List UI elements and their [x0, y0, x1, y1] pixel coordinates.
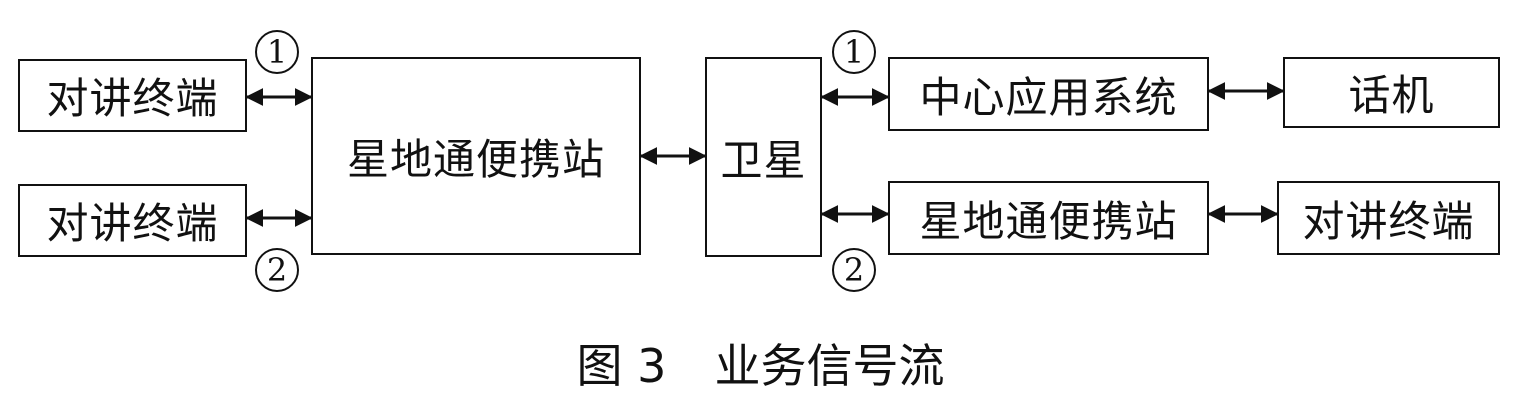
left-terminal-2-label: 对讲终端 [46, 199, 219, 248]
left-terminal-1-label: 对讲终端 [46, 74, 219, 123]
phone-box: 话机 [1283, 57, 1500, 128]
left-terminal-1-box: 对讲终端 [18, 59, 247, 132]
marker-two-right: 2 [832, 248, 876, 292]
phone-label: 话机 [1348, 71, 1435, 120]
satellite-label: 卫星 [720, 135, 807, 185]
left-station-label: 星地通便携站 [346, 134, 605, 184]
figure-caption: 图 3 业务信号流 [0, 330, 1521, 396]
figure-number: 图 3 [576, 339, 667, 393]
right-station-box: 星地通便携站 [888, 181, 1209, 255]
right-station-label: 星地通便携站 [919, 196, 1178, 246]
marker-one-right: 1 [832, 30, 876, 74]
right-terminal-label: 对讲终端 [1302, 196, 1475, 246]
left-station-box: 星地通便携站 [311, 57, 641, 255]
marker-two-left: 2 [255, 248, 299, 292]
center-app-box: 中心应用系统 [888, 57, 1209, 131]
satellite-box: 卫星 [705, 57, 822, 257]
right-terminal-box: 对讲终端 [1277, 181, 1500, 255]
marker-one-left: 1 [255, 30, 299, 74]
center-app-label: 中心应用系统 [919, 72, 1178, 122]
figure-title: 业务信号流 [714, 339, 945, 393]
left-terminal-2-box: 对讲终端 [18, 184, 247, 257]
